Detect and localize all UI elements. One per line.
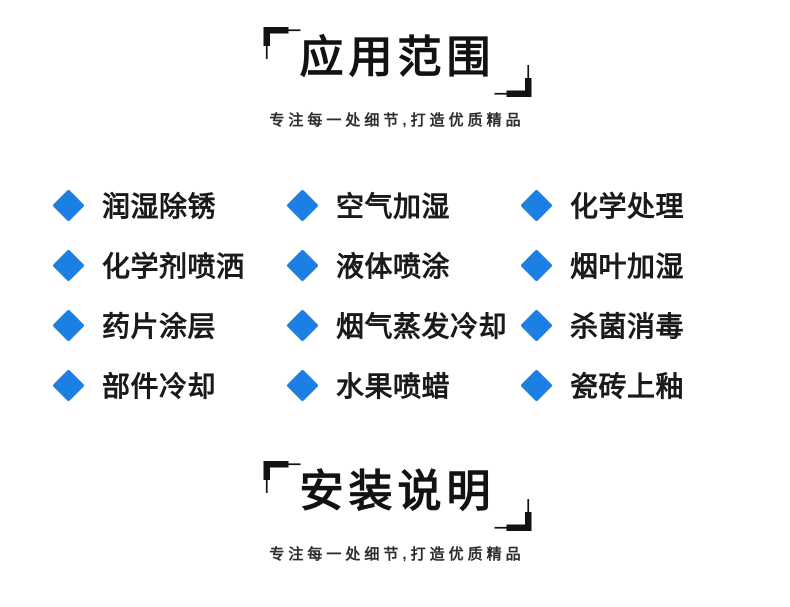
section-title-applications: 应用范围 [299, 33, 496, 82]
application-label: 烟叶加湿 [570, 251, 685, 282]
corner-bracket-top-left-icon [263, 27, 300, 59]
corner-bracket-bottom-right-icon [494, 65, 531, 97]
application-item: 化学处理 [520, 175, 759, 235]
blue-diamond-icon [520, 308, 553, 342]
blue-diamond-icon [52, 188, 85, 222]
corner-bracket-bottom-right-icon [494, 499, 531, 531]
application-item: 空气加湿 [286, 175, 525, 235]
blue-diamond-icon [520, 188, 553, 222]
application-label: 水果喷蜡 [336, 371, 451, 402]
title-frame-installation: 安装说明 [263, 461, 531, 531]
application-item: 药片涂层 [52, 295, 291, 355]
application-item: 杀菌消毒 [520, 295, 759, 355]
application-label: 润湿除锈 [102, 191, 217, 222]
application-item: 烟叶加湿 [520, 235, 759, 295]
blue-diamond-icon [520, 248, 553, 282]
section-title-installation: 安装说明 [299, 467, 496, 516]
blue-diamond-icon [52, 368, 85, 402]
application-label: 瓷砖上釉 [570, 371, 685, 402]
application-item: 润湿除锈 [52, 175, 291, 235]
application-item: 液体喷涂 [286, 235, 525, 295]
corner-bracket-top-left-icon [263, 461, 300, 493]
blue-diamond-icon [286, 308, 319, 342]
application-item: 水果喷蜡 [286, 355, 525, 415]
blue-diamond-icon [52, 248, 85, 282]
application-label: 化学处理 [570, 191, 685, 222]
application-item: 化学剂喷洒 [52, 235, 291, 295]
section-header-installation: 安装说明 专注每一处细节,打造优质精品 [0, 461, 790, 564]
blue-diamond-icon [52, 308, 85, 342]
title-frame-applications: 应用范围 [263, 27, 531, 97]
application-item: 烟气蒸发冷却 [286, 295, 525, 355]
section-header-applications: 应用范围 专注每一处细节,打造优质精品 [0, 27, 790, 130]
section-subtitle-installation: 专注每一处细节,打造优质精品 [269, 546, 525, 563]
application-label: 杀菌消毒 [570, 311, 685, 342]
application-item: 瓷砖上釉 [520, 355, 759, 415]
application-label: 药片涂层 [102, 311, 217, 342]
section-subtitle-applications: 专注每一处细节,打造优质精品 [269, 112, 525, 129]
blue-diamond-icon [286, 368, 319, 402]
applications-grid: 润湿除锈 空气加湿 化学处理 化学剂喷洒 液体喷涂 烟叶加湿 药片涂层 烟气蒸 [52, 175, 759, 415]
application-label: 液体喷涂 [336, 251, 451, 282]
application-label: 部件冷却 [102, 371, 217, 402]
blue-diamond-icon [286, 248, 319, 282]
application-label: 烟气蒸发冷却 [336, 311, 508, 342]
blue-diamond-icon [286, 188, 319, 222]
application-label: 空气加湿 [336, 191, 451, 222]
blue-diamond-icon [520, 368, 553, 402]
application-label: 化学剂喷洒 [102, 251, 245, 282]
application-item: 部件冷却 [52, 355, 291, 415]
